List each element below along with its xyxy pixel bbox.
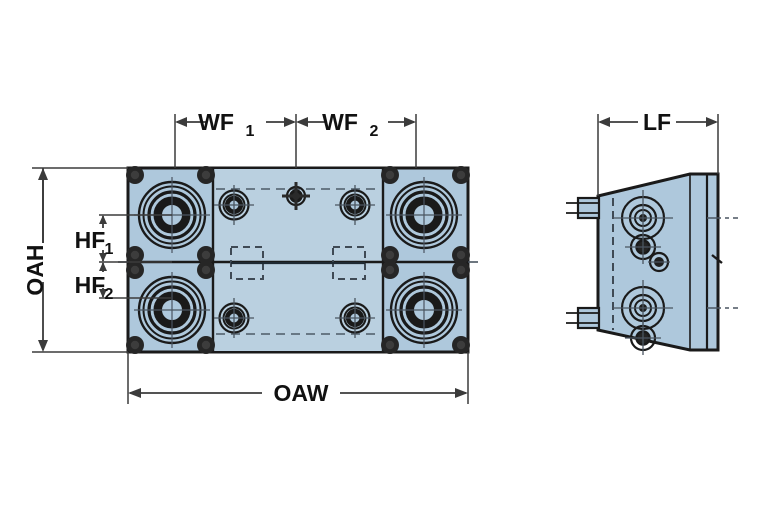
hf2-arrow-bottom bbox=[99, 289, 107, 298]
bolt-1 bbox=[126, 166, 144, 184]
lf-arrow-right bbox=[706, 117, 718, 127]
dimension-hf: HF 1 HF 2 bbox=[75, 214, 172, 303]
bolt-13 bbox=[126, 336, 144, 354]
hf1-label: HF bbox=[75, 227, 106, 253]
wf1-arrow-right bbox=[284, 117, 296, 127]
oaw-arrow-left bbox=[128, 388, 141, 398]
dimension-oaw: OAW bbox=[127, 352, 469, 406]
hf2-subscript: 2 bbox=[105, 286, 114, 303]
bolt-15 bbox=[381, 336, 399, 354]
hf2-arrow-top bbox=[99, 262, 107, 271]
wf2-arrow-left bbox=[296, 117, 308, 127]
bolt-16 bbox=[452, 336, 470, 354]
side-notch-mark bbox=[711, 254, 723, 264]
bolt-11 bbox=[381, 261, 399, 279]
side-view bbox=[566, 172, 738, 357]
wf2-subscript: 2 bbox=[370, 123, 379, 140]
lf-label: LF bbox=[643, 109, 671, 135]
side-tab-lower bbox=[576, 306, 601, 330]
oaw-label: OAW bbox=[274, 380, 329, 406]
bolt-2 bbox=[197, 166, 215, 184]
bolt-14 bbox=[197, 336, 215, 354]
wf2-arrow-right bbox=[404, 117, 416, 127]
wf1-arrow-left bbox=[175, 117, 187, 127]
side-tab-upper bbox=[576, 196, 601, 220]
hf1-arrow-top bbox=[99, 215, 107, 224]
dimension-oah: OAH bbox=[22, 167, 128, 353]
front-view bbox=[118, 166, 478, 354]
hf2-label: HF bbox=[75, 272, 106, 298]
lf-arrow-left bbox=[598, 117, 610, 127]
dimension-lf: LF bbox=[597, 109, 719, 196]
bolt-9 bbox=[126, 261, 144, 279]
wf1-label: WF bbox=[198, 109, 234, 135]
bolt-4 bbox=[452, 166, 470, 184]
hf1-subscript: 1 bbox=[105, 241, 114, 258]
wf2-label: WF bbox=[322, 109, 358, 135]
oaw-arrow-right bbox=[455, 388, 468, 398]
oah-arrow-bottom bbox=[38, 340, 48, 352]
bolt-12 bbox=[452, 261, 470, 279]
bolt-10 bbox=[197, 261, 215, 279]
hf1-arrow-bottom bbox=[99, 253, 107, 262]
bolt-3 bbox=[381, 166, 399, 184]
wf1-subscript: 1 bbox=[246, 123, 255, 140]
oah-arrow-top bbox=[38, 168, 48, 180]
dimension-wf: WF 1 WF 2 bbox=[174, 109, 417, 168]
oah-label: OAH bbox=[22, 244, 48, 295]
